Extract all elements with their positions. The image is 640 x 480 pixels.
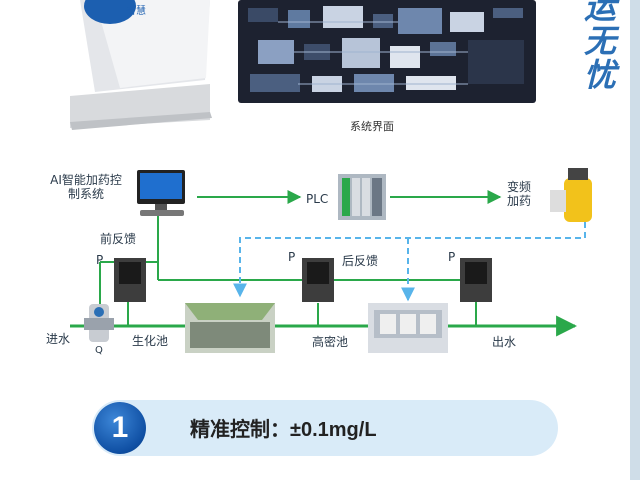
feedforward-label: 前反馈: [100, 232, 137, 246]
outflow-label: 出水: [492, 335, 517, 349]
bio-tank-icon: [185, 303, 275, 353]
dosing-line: [233, 222, 586, 298]
p-label-2: P: [288, 250, 296, 264]
feature-number-badge: 1: [94, 402, 146, 454]
high-density-tank-icon: [368, 303, 448, 353]
screen-caption: 系统界面: [350, 120, 394, 133]
kiosk-terminal-image: 智慧: [70, 0, 212, 130]
feedback-label: 后反馈: [342, 254, 379, 268]
analyzer-3-icon: [460, 258, 492, 302]
slogan-char-3: 忧: [583, 56, 616, 94]
p-label-3: P: [448, 250, 456, 264]
plc-label: PLC: [306, 192, 329, 206]
feature-pill: [92, 400, 558, 456]
ai-system-label: AI智能加药控制系统: [50, 173, 122, 201]
inflow-label: 进水: [46, 332, 71, 346]
analyzer-1-icon: [114, 258, 146, 302]
dosing-tank-icon: [550, 168, 592, 222]
bio-tank-label: 生化池: [132, 334, 169, 348]
slogan-char-2: 无: [583, 22, 616, 60]
slogan-vertical: 运 无 忧: [570, 0, 630, 92]
hd-tank-label: 高密池: [312, 335, 349, 349]
computer-icon: [137, 170, 185, 216]
kiosk-brand-text: 智慧: [126, 4, 146, 17]
plc-cabinet-icon: [338, 174, 386, 220]
q-label: Q: [95, 345, 103, 356]
system-screen: [238, 0, 536, 103]
right-edge-band: [630, 0, 640, 480]
slogan-char-1: 运: [583, 0, 616, 26]
feature-text: 精准控制：±0.1mg/L: [190, 419, 377, 441]
flow-meter-icon: [84, 304, 114, 342]
dosing-label: 变频加药: [507, 180, 532, 208]
scada-thumbnail: [248, 6, 524, 92]
analyzer-2-icon: [302, 258, 334, 302]
p-label-1: P: [96, 253, 104, 267]
